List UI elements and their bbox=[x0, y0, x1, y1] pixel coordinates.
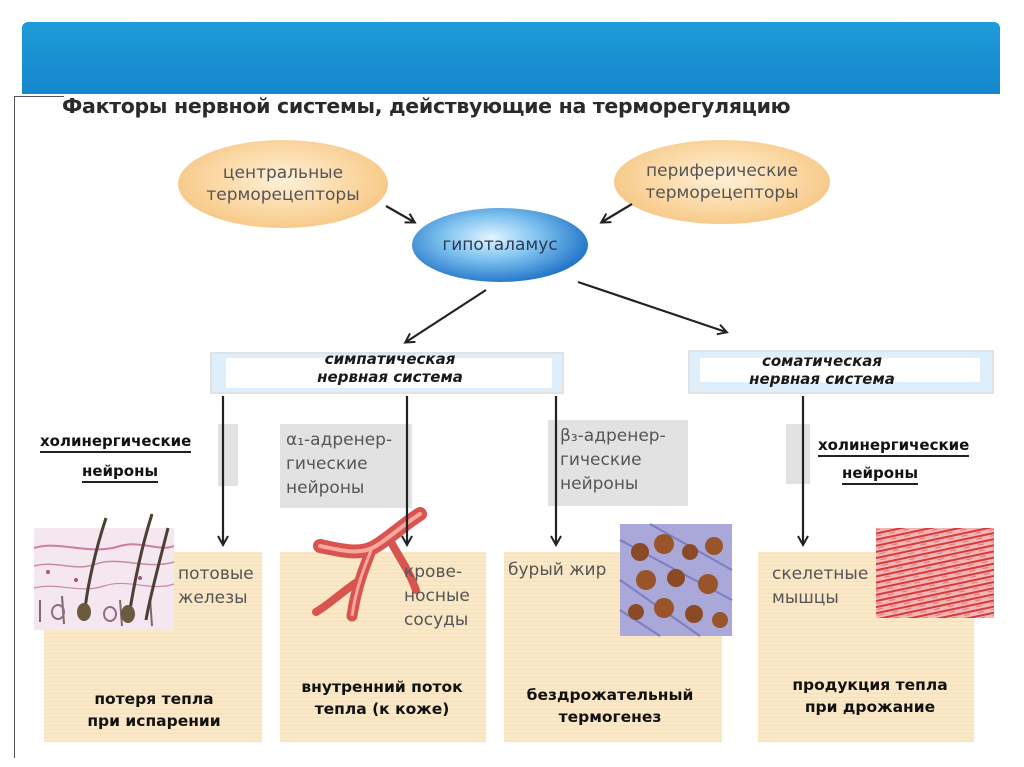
peripheral-thermoreceptors-node: периферические терморецепторы bbox=[614, 140, 830, 224]
arrows bbox=[223, 203, 803, 544]
beta3-neurons-box bbox=[548, 420, 688, 506]
central-thermoreceptors-node: центральные терморецепторы bbox=[178, 140, 388, 228]
cholinergic-neurons-left-line2: нейроны bbox=[82, 462, 159, 483]
sweat-result: потеря тепла при испарении bbox=[87, 690, 221, 730]
cholinergic-neurons-right-line1: холинергические bbox=[818, 436, 970, 457]
vessels-result: внутренний поток тепла (к коже) bbox=[301, 678, 463, 718]
blood-vessels-label: крове- носные сосуды bbox=[404, 562, 470, 630]
blood-vessels-card bbox=[280, 552, 486, 742]
diagram-title: Факторы нервной системы, действующие на … bbox=[62, 94, 791, 118]
brown-fat-label: бурый жир bbox=[508, 560, 607, 580]
cholinergic-neurons-right-line2: нейроны bbox=[842, 464, 919, 485]
muscles-result: продукция тепла при дрожание bbox=[792, 676, 948, 716]
sympathetic-system-box bbox=[210, 352, 564, 394]
muscle-illustration bbox=[876, 528, 994, 618]
frame-border-top bbox=[14, 96, 64, 97]
sympathetic-system-label: симпатическая нервная система bbox=[317, 350, 463, 386]
skeletal-muscles-label: скелетные мышцы bbox=[772, 564, 869, 608]
header-bar bbox=[22, 22, 1000, 94]
somatic-system-label: соматическая нервная система bbox=[749, 352, 895, 388]
somatic-system-box bbox=[688, 350, 994, 394]
brown-fat-card bbox=[504, 552, 722, 742]
brown-fat-illustration bbox=[619, 523, 733, 637]
skin-illustration bbox=[33, 513, 175, 630]
beta3-adrenergic-neurons-label: β₃-адренер- гические нейроны bbox=[560, 426, 666, 494]
neuron-box-right bbox=[786, 424, 810, 484]
sweat-glands-label: потовые железы bbox=[178, 564, 254, 608]
alpha1-neurons-box bbox=[280, 424, 412, 508]
cholinergic-neurons-left-line1: холинергические bbox=[40, 432, 192, 453]
frame-border-left bbox=[14, 96, 15, 758]
alpha1-adrenergic-neurons-label: α₁-адренер- гические нейроны bbox=[286, 430, 393, 498]
brown-fat-result: бездрожательный термогенез bbox=[526, 686, 694, 726]
hypothalamus-node: гипоталамус bbox=[412, 208, 588, 282]
